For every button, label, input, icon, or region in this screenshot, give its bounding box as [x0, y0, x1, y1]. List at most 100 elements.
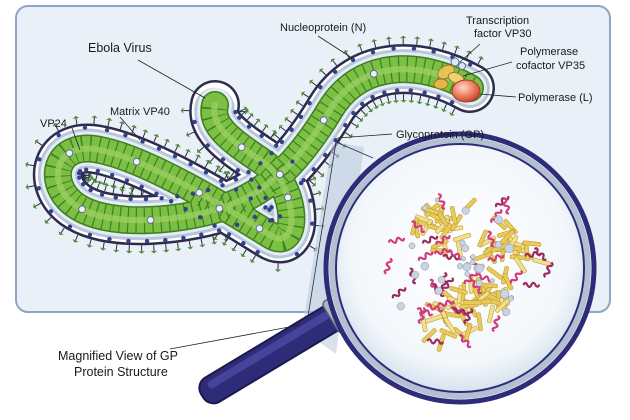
vp24-dot	[268, 218, 273, 223]
gp-spike-stem	[60, 227, 65, 234]
vp24-particle	[195, 188, 204, 197]
vp24-dot	[301, 178, 306, 183]
vp24-dot	[360, 101, 365, 107]
vp24-dot	[109, 172, 115, 178]
gp-spike-head	[44, 219, 50, 224]
vp24-dot	[332, 69, 338, 75]
vp24-dot	[226, 232, 232, 237]
gp-spike-head	[110, 184, 117, 189]
vp24-dot	[216, 228, 222, 233]
vp24-dot	[220, 157, 226, 162]
vp24-dot	[382, 90, 387, 95]
gp-spike-head	[164, 138, 170, 143]
gp-spike-stem	[309, 245, 316, 250]
polymerase-l	[451, 79, 481, 103]
alpha-helix	[416, 307, 434, 317]
gp-spike-head	[427, 38, 435, 42]
vp35-cofactor	[433, 64, 465, 90]
glycan	[470, 254, 476, 260]
gp-spike-stem	[345, 132, 351, 137]
glycan	[456, 263, 464, 270]
glycan	[460, 256, 467, 262]
gp-spike-head	[72, 239, 79, 243]
gp-spike-stem	[28, 185, 35, 188]
vp24-dot	[422, 90, 427, 95]
vp24-dot	[107, 236, 112, 242]
gp-spike-head	[197, 148, 202, 154]
vp24-dot	[126, 238, 131, 244]
vp24-dot	[175, 194, 180, 199]
vp24-dot	[408, 88, 413, 93]
gp-spike-stem	[204, 161, 209, 168]
vp24-dot	[258, 161, 263, 166]
gp-spike-stem	[142, 131, 146, 138]
gp-spike-stem	[292, 110, 298, 115]
beta-sheet	[421, 328, 437, 343]
gp-spike-stem	[112, 187, 115, 194]
gp-spike-head	[215, 165, 221, 170]
vp24-dot	[277, 214, 283, 219]
vp24-dot	[77, 168, 83, 174]
gp-spike-head	[119, 188, 126, 192]
vp24-dot	[263, 205, 268, 210]
gp-spike-stem	[121, 183, 125, 190]
gp-spike-head	[91, 115, 98, 119]
gp-spike-stem	[36, 141, 43, 146]
vp24-dot	[183, 206, 188, 212]
gp-spike-stem	[373, 41, 377, 48]
alpha-helix	[417, 306, 426, 325]
gp-spike-head	[416, 101, 423, 105]
gp-spike-stem	[443, 103, 447, 110]
vp24-dot	[249, 177, 254, 182]
gp-spike-stem	[311, 81, 317, 87]
gp-spike-head	[225, 171, 231, 175]
glycan	[469, 259, 476, 265]
gp-spike-stem	[103, 177, 107, 184]
gp-spike-head	[58, 231, 64, 236]
alpha-helix	[470, 279, 482, 295]
beta-sheet	[476, 312, 483, 332]
beta-sheet	[474, 251, 493, 262]
gp-spike-stem	[83, 173, 86, 180]
gp-spike-stem	[153, 136, 157, 143]
gp-spike-head	[245, 108, 248, 115]
gp-spike-stem	[239, 108, 246, 112]
vp24-dot	[290, 159, 295, 164]
gp-spike-stem	[303, 93, 309, 98]
alpha-helix	[391, 287, 407, 299]
vp24-dot	[255, 249, 260, 255]
label-vp30-line1: Transcription	[466, 15, 529, 27]
gp-spike-stem	[224, 172, 229, 179]
gp-spike-head	[153, 134, 160, 138]
vp24-dot	[144, 238, 150, 244]
vp24-dot	[318, 84, 323, 90]
gp-spike-head	[103, 183, 110, 187]
vp24-dot	[257, 185, 262, 190]
vp24-dot	[309, 221, 315, 226]
gp-spike-stem	[225, 173, 229, 179]
gp-spike-stem	[224, 238, 229, 244]
alpha-helix	[437, 193, 446, 210]
vp24-particle	[369, 69, 378, 78]
gp-spike-head	[363, 112, 368, 117]
gp-spike-head	[441, 108, 447, 112]
beta-sheet	[463, 300, 482, 306]
beta-sheet	[532, 257, 551, 267]
vp24-dot	[269, 151, 274, 156]
vp24-dot	[308, 198, 313, 203]
gp-spike-stem	[209, 156, 215, 163]
gp-spike-stem	[351, 122, 357, 127]
gp-spike-stem	[88, 173, 90, 180]
vp24-dot	[128, 196, 133, 202]
label-vp35-line1: Polymerase	[520, 46, 578, 58]
vp24-dot	[205, 187, 211, 193]
gp-spike-head	[138, 251, 145, 254]
vp24-dot	[323, 152, 328, 158]
gp-spike-stem	[75, 118, 78, 125]
glycan	[396, 302, 405, 311]
vp24-particle	[283, 193, 292, 202]
gp-spike-head	[271, 130, 278, 135]
gp-spike-stem	[102, 242, 105, 249]
vp24-dot	[190, 191, 196, 196]
